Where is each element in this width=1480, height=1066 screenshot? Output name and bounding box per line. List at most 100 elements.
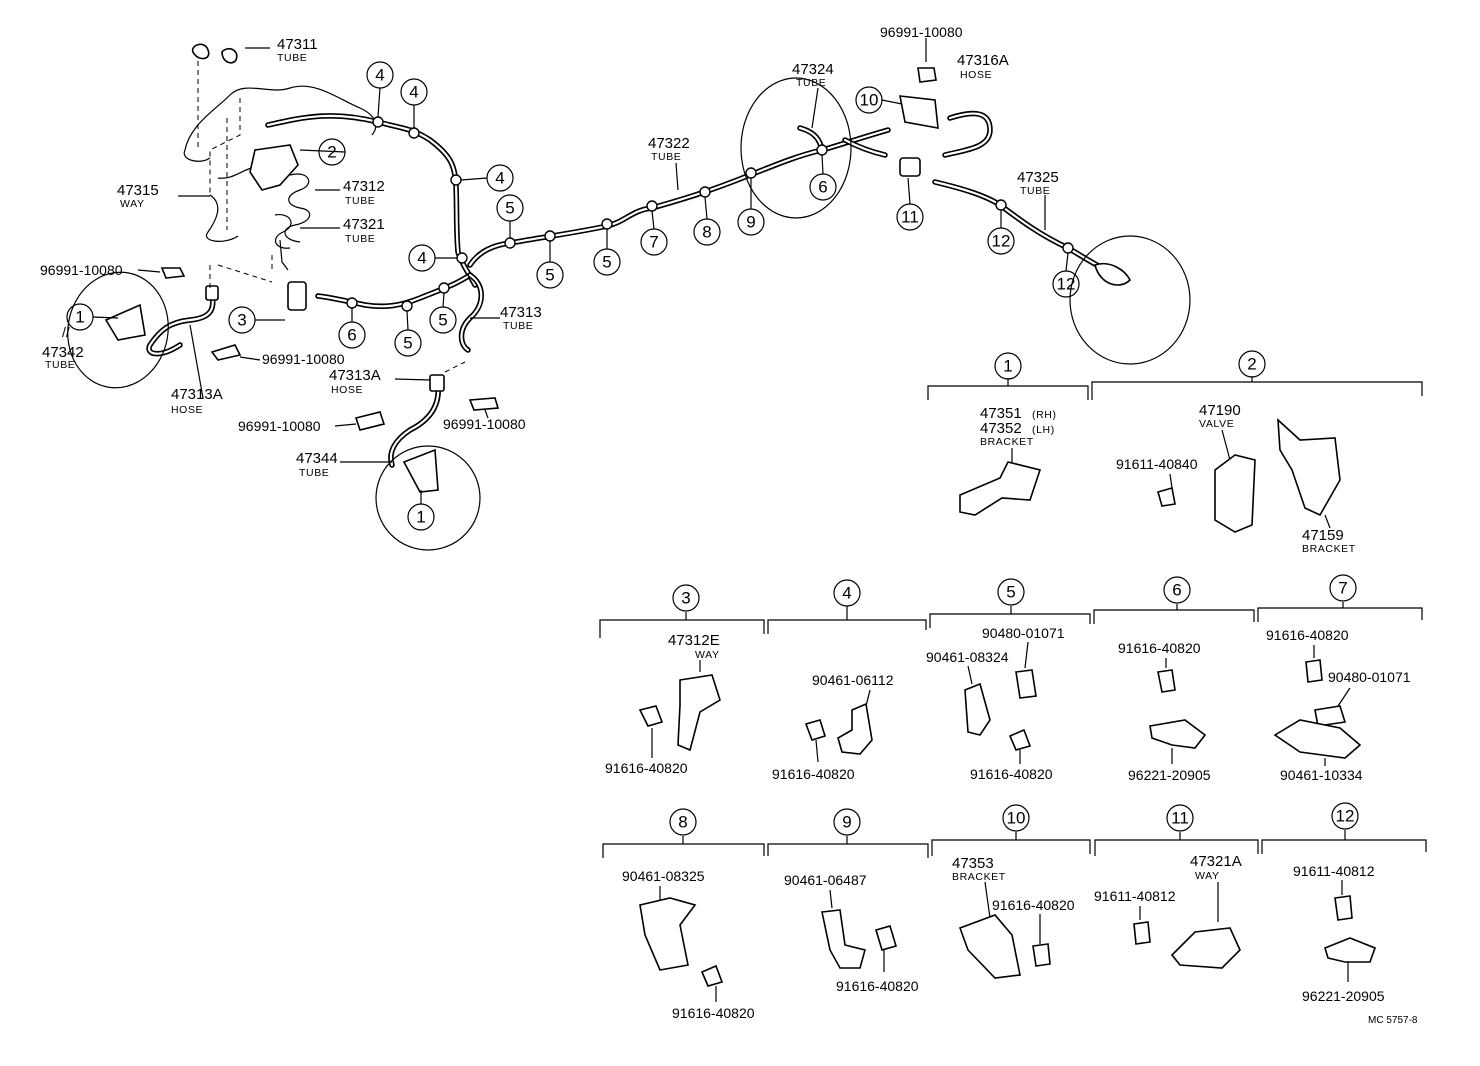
label-91611-40812-11: 91611-40812 — [1094, 888, 1176, 904]
label-47342: 47342 — [42, 344, 84, 361]
clamp-90461-08324-shape — [964, 682, 991, 736]
label-47190: 47190 — [1199, 402, 1241, 419]
label-91611-40812-12: 91611-40812 — [1293, 863, 1375, 879]
label-47342-sub: TUBE — [45, 359, 75, 371]
bolt-shape — [1157, 486, 1176, 507]
label-47325: 47325 — [1017, 169, 1059, 186]
label-96221-20905-6: 96221-20905 — [1128, 767, 1211, 783]
label-bracket-10: BRACKET — [952, 871, 1006, 883]
clamp-90461-06487-shape — [821, 909, 866, 969]
label-91616-40820-5: 91616-40820 — [970, 766, 1053, 782]
label-90461-08325: 90461-08325 — [622, 868, 705, 884]
callout-5: 5 — [505, 199, 514, 218]
label-47312-sub: TUBE — [345, 195, 375, 207]
detail-callout-10: 10 — [1007, 809, 1026, 828]
detail-callout-2: 2 — [1247, 355, 1256, 374]
bolt-shape — [875, 925, 897, 951]
svg-text://: // — [62, 324, 70, 340]
detail-callout-12: 12 — [1336, 807, 1355, 826]
label-47353: 47353 — [952, 855, 994, 872]
label-47159: 47159 — [1302, 527, 1344, 544]
label-47324: 47324 — [792, 61, 834, 78]
label-47316A-sub: HOSE — [960, 69, 992, 81]
label-47312: 47312 — [343, 178, 385, 195]
label-90461-06112: 90461-06112 — [812, 672, 894, 688]
callout-5: 5 — [438, 311, 447, 330]
detail-group-3: 3 47312E WAY 91616-40820 — [599, 584, 765, 776]
label-91616-40820-10: 91616-40820 — [992, 897, 1075, 913]
detail-callout-1: 1 — [1003, 357, 1012, 376]
label-47313A-b-sub: HOSE — [331, 384, 363, 396]
label-90480-01071-5: 90480-01071 — [982, 625, 1065, 641]
label-47315-sub: WAY — [120, 198, 145, 210]
callout-12: 12 — [992, 232, 1011, 251]
label-47344: 47344 — [296, 450, 338, 467]
callout-6: 6 — [818, 178, 827, 197]
label-90461-06487: 90461-06487 — [784, 872, 867, 888]
detail-group-1: 1 47351 (RH) 47352 (LH) BRACKET — [927, 352, 1089, 516]
callout-5: 5 — [545, 266, 554, 285]
callout-5: 5 — [602, 253, 611, 272]
bolt-shape — [1032, 943, 1051, 967]
label-47321A: 47321A — [1190, 853, 1242, 870]
label-47313-sub: TUBE — [503, 320, 533, 332]
detail-group-6: 6 91616-40820 96221-20905 — [1093, 576, 1255, 783]
detail-callout-11: 11 — [1171, 809, 1189, 828]
label-47322: 47322 — [648, 135, 690, 152]
label-47325-sub: TUBE — [1020, 185, 1050, 197]
label-47313: 47313 — [500, 304, 542, 321]
label-90461-10334: 90461-10334 — [1280, 767, 1363, 783]
label-91616-40820-6: 91616-40820 — [1118, 640, 1201, 656]
callout-1: 1 — [416, 508, 425, 527]
detail-callout-8: 8 — [678, 813, 687, 832]
callout-4: 4 — [375, 66, 384, 85]
callout-8: 8 — [702, 223, 711, 242]
label-47313A-sub: HOSE — [171, 404, 203, 416]
detail-callout-7: 7 — [1338, 579, 1347, 598]
bolt-shape — [700, 964, 724, 987]
label-47313A: 47313A — [171, 386, 223, 403]
label-47311-sub: TUBE — [277, 52, 307, 64]
clamp-90461-10334-shape — [1273, 719, 1362, 759]
label-91616-40820-3: 91616-40820 — [605, 760, 688, 776]
detail-group-9: 9 90461-06487 91616-40820 — [767, 808, 929, 994]
bolt-shape — [1305, 659, 1323, 683]
label-47321-sub: TUBE — [345, 233, 375, 245]
clamp-90461-08325-shape — [639, 897, 697, 971]
label-96991-10080-a: 96991-10080 — [40, 262, 123, 278]
way-47321A-shape — [1170, 927, 1241, 969]
label-91611-40840: 91611-40840 — [1116, 456, 1198, 472]
callout-12: 12 — [1057, 275, 1076, 294]
label-47324-sub: TUBE — [796, 77, 826, 89]
detail-callout-6: 6 — [1172, 581, 1181, 600]
label-47313A-b: 47313A — [329, 367, 381, 384]
callout-10: 10 — [860, 91, 879, 110]
label-91616-40820-8: 91616-40820 — [672, 1005, 755, 1021]
detail-callout-9: 9 — [842, 813, 851, 832]
clamp-90461-06112-shape — [837, 702, 873, 755]
label-way-3: WAY — [695, 649, 720, 661]
detail-group-12: 12 91611-40812 96221-20905 — [1261, 802, 1427, 1004]
callout-6: 6 — [347, 326, 356, 345]
label-96221-20905-12: 96221-20905 — [1302, 988, 1385, 1004]
callout-3: 3 — [237, 311, 246, 330]
bolt-shape — [1157, 669, 1176, 693]
label-47316A: 47316A — [957, 52, 1009, 69]
label-bracket-2: BRACKET — [1302, 543, 1356, 555]
detail-callout-3: 3 — [681, 589, 690, 608]
detail-group-2: 2 47190 VALVE 91611-40840 47159 BRACKET — [1091, 350, 1423, 555]
detail-group-8: 8 90461-08325 91616-40820 — [602, 808, 765, 1021]
callout-4: 4 — [495, 169, 504, 188]
valve-47190-shape — [1214, 454, 1256, 533]
callout-2: 2 — [327, 143, 336, 162]
bolt-shape — [638, 705, 664, 727]
label-47322-sub: TUBE — [651, 151, 681, 163]
label-47352: 47352 — [980, 420, 1022, 437]
clamp-90480-01071-shape — [1314, 705, 1347, 727]
detail-group-11: 11 91611-40812 47321A WAY — [1094, 804, 1259, 969]
detail-group-7: 7 91616-40820 90480-01071 90461-10334 — [1257, 574, 1423, 783]
main-callouts: 2 4 4 4 4 5 5 5 7 8 9 6 3 6 5 5 1 1 — [66, 61, 1080, 531]
bolt-shape — [1133, 921, 1151, 945]
label-47344-sub: TUBE — [299, 467, 329, 479]
